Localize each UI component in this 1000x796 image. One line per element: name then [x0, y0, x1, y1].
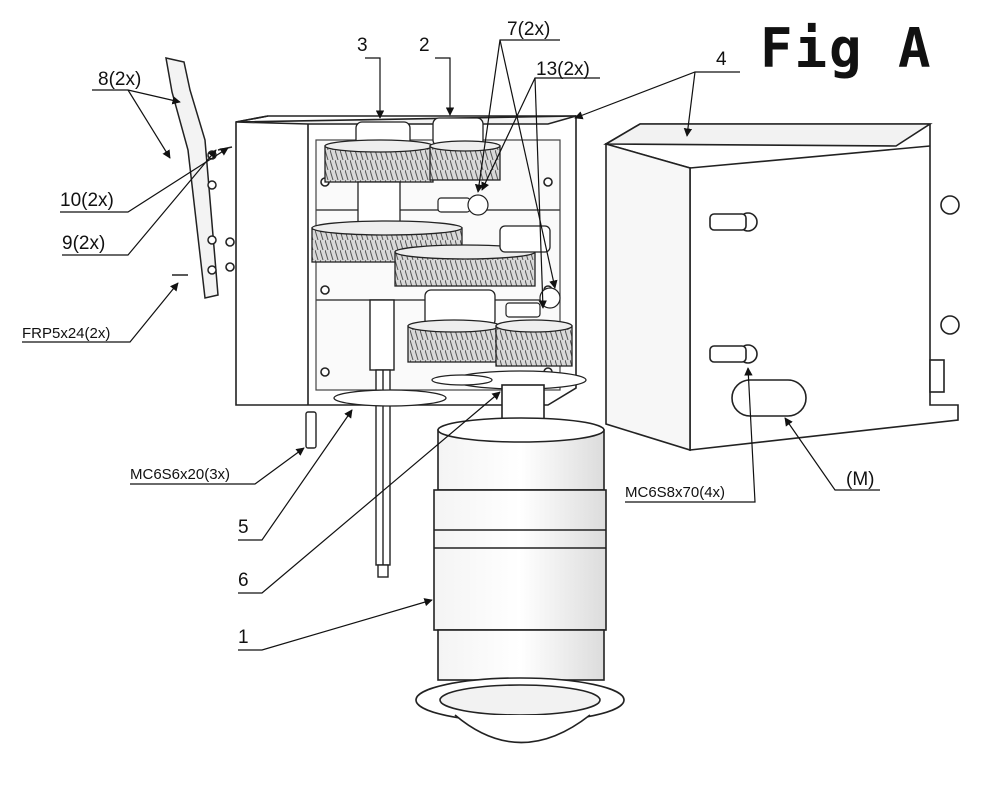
callout-mc6s6x20: MC6S6x20(3x)	[130, 466, 231, 483]
motor-1	[415, 384, 625, 744]
callout-9: 9(2x)	[62, 233, 106, 254]
bracket-8	[165, 57, 233, 299]
leader-lines	[22, 39, 880, 651]
callout-mc6s8x70: MC6S8x70(4x)	[625, 484, 726, 501]
gear-3	[324, 121, 434, 227]
callout-frp5x24: FRP5x24(2x)	[22, 325, 111, 342]
callout-m: (M)	[846, 469, 875, 490]
callout-13: 13(2x)	[536, 59, 590, 80]
callout-8: 8(2x)	[98, 69, 142, 90]
output-shaft	[369, 299, 395, 578]
callout-6: 6	[238, 570, 249, 591]
idler-bolts	[437, 194, 561, 318]
cover-4	[603, 123, 960, 452]
callout-1: 1	[238, 627, 249, 648]
lower-gears	[407, 289, 573, 367]
callout-4: 4	[716, 49, 727, 70]
callout-7: 7(2x)	[507, 19, 551, 40]
gear-2	[429, 117, 501, 181]
callout-5: 5	[238, 517, 249, 538]
callout-3: 3	[357, 35, 368, 56]
screw-mc6s6x20	[305, 411, 317, 449]
figure-title: Fig A	[760, 17, 933, 80]
callout-2: 2	[419, 35, 430, 56]
callout-10: 10(2x)	[60, 190, 114, 211]
large-gear	[311, 220, 551, 287]
spacer-discs	[333, 370, 587, 407]
